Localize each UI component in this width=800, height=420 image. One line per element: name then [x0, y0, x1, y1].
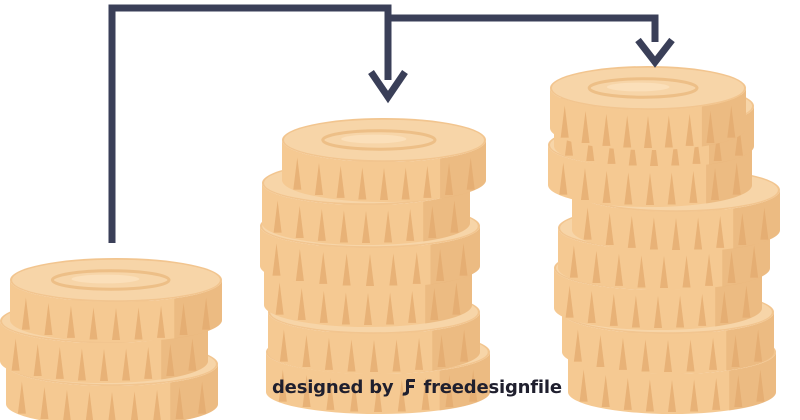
designer-credit: designed by freedesignfile — [272, 372, 562, 402]
coin-stacks — [0, 66, 781, 420]
arrow-to-medium-stack — [108, 4, 408, 243]
growth-arrows — [108, 4, 675, 243]
short-stack — [0, 258, 223, 420]
arrow-line — [388, 14, 659, 42]
arrow-to-tall-stack — [388, 14, 675, 68]
arrow-down-icon — [635, 37, 675, 68]
credit-brand: freedesignfile — [423, 376, 562, 398]
medium-stack — [260, 118, 491, 414]
coin — [550, 66, 747, 150]
coin — [282, 118, 487, 202]
tall-stack — [548, 66, 781, 414]
freedesignfile-logo-icon — [402, 379, 416, 396]
arrow-line — [108, 4, 392, 243]
coin — [10, 258, 223, 342]
credit-prefix: designed by — [272, 376, 394, 398]
arrow-down-icon — [368, 70, 408, 104]
